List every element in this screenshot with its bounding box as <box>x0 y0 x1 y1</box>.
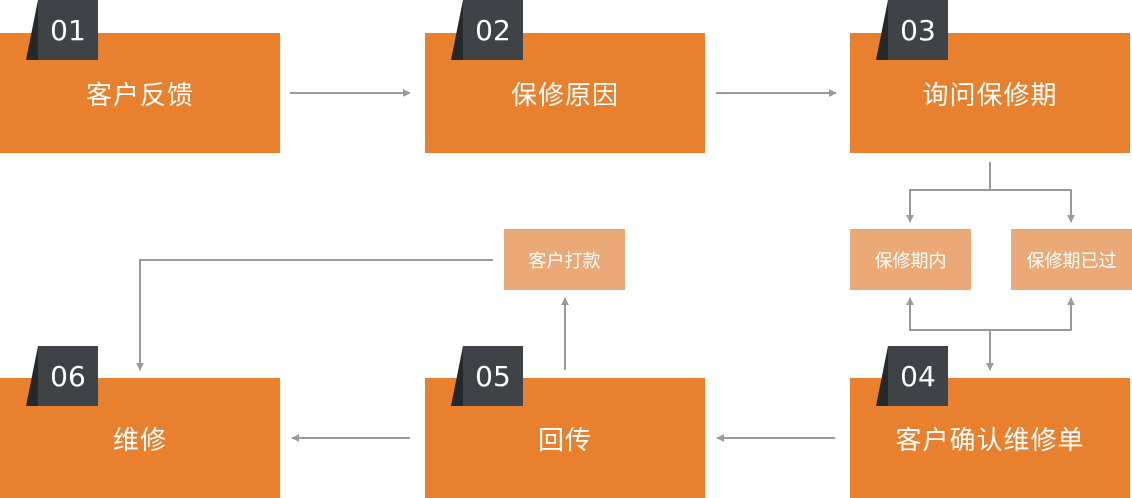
step-06-number-tab: 06 <box>26 346 98 406</box>
arrow-03-to-out-of-warranty <box>990 189 1075 223</box>
step-03-number: 03 <box>900 13 936 47</box>
step-05-number-tab: 05 <box>451 346 523 406</box>
step-02-number: 02 <box>475 13 511 47</box>
step-01-number: 01 <box>50 13 86 47</box>
step-05-number: 05 <box>475 359 511 393</box>
step-03-label: 询问保修期 <box>922 80 1058 111</box>
step-05-label: 回传 <box>537 425 592 456</box>
arrow-04-to-out-of-warranty <box>990 297 1075 331</box>
step-04-number-tab: 04 <box>876 346 948 406</box>
arrow-payment-to-06 <box>136 259 493 371</box>
step-06-number: 06 <box>50 359 86 393</box>
arrow-03-to-in-warranty <box>906 189 990 223</box>
step-01-number-tab: 01 <box>26 0 98 60</box>
arrow-04-to-in-warranty <box>906 297 990 331</box>
step-04-label: 客户确认维修单 <box>895 425 1085 456</box>
step-03-number-tab: 03 <box>876 0 948 60</box>
substep-in-warranty: 保修期内 <box>850 229 971 290</box>
step-01-label: 客户反馈 <box>85 80 194 111</box>
step-02-box: 保修原因 <box>425 33 705 153</box>
substep-out-of-warranty: 保修期已过 <box>1011 229 1132 290</box>
step-02-number-tab: 02 <box>451 0 523 60</box>
substep-customer-payment: 客户打款 <box>504 229 625 290</box>
step-06-label: 维修 <box>112 425 167 456</box>
step-04-number: 04 <box>900 359 936 393</box>
step-02-label: 保修原因 <box>510 80 619 111</box>
